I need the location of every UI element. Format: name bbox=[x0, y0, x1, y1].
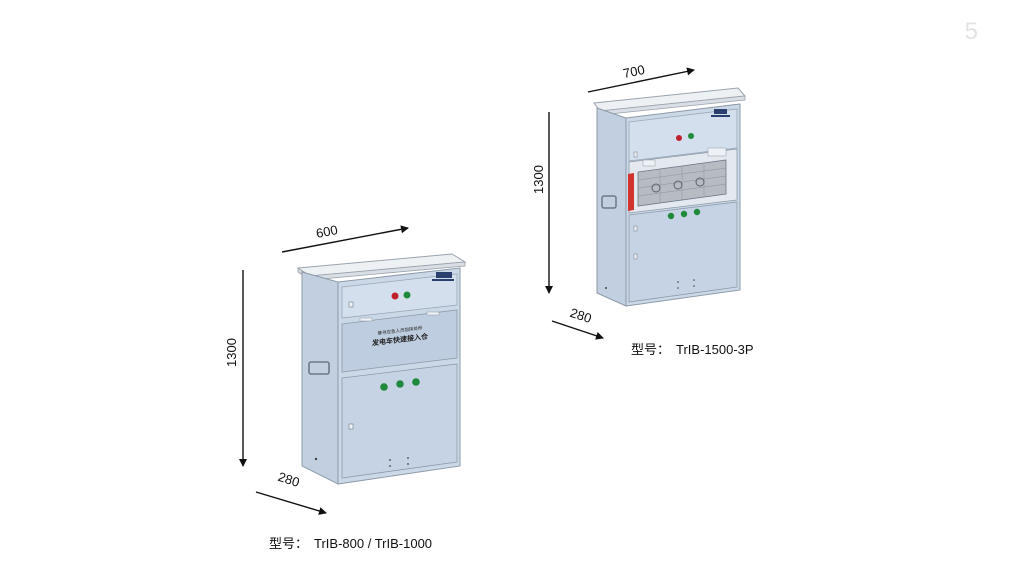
page-number: 5 bbox=[964, 18, 978, 45]
right-cabinet-side bbox=[596, 107, 627, 307]
dim-arrow-depth-left bbox=[255, 491, 327, 515]
dim-height-left: 1300 bbox=[223, 338, 239, 367]
green-button-icon bbox=[693, 208, 701, 216]
green-button-icon bbox=[396, 380, 404, 388]
dim-height-right: 1300 bbox=[530, 165, 546, 194]
indicator-red-icon bbox=[676, 135, 682, 141]
lock-icon bbox=[348, 301, 354, 308]
dim-arrow-width-left bbox=[281, 225, 409, 253]
lock-icon bbox=[633, 253, 638, 260]
dim-arrow-depth-right bbox=[551, 320, 604, 340]
left-cabinet-side bbox=[301, 271, 339, 485]
side-handle-icon bbox=[308, 361, 330, 375]
green-button-icon bbox=[680, 210, 688, 218]
dim-arrow-width-right bbox=[587, 67, 695, 93]
right-model-value: TrIB-1500-3P bbox=[676, 342, 754, 357]
indicator-red-icon bbox=[391, 292, 399, 300]
left-model-value: TrIB-800 / TrIB-1000 bbox=[314, 536, 433, 551]
left-model-caption: 型号： TrIB-800 / TrIB-1000 bbox=[269, 533, 432, 552]
indicator-green-icon bbox=[688, 133, 694, 139]
right-model-label: 型号： bbox=[631, 342, 671, 357]
lock-icon bbox=[633, 225, 638, 232]
busbar-red bbox=[628, 173, 634, 211]
green-button-icon bbox=[667, 212, 675, 220]
lock-icon bbox=[348, 423, 354, 430]
lock-icon bbox=[633, 151, 638, 158]
left-cabinet bbox=[296, 253, 467, 485]
green-button-icon bbox=[412, 378, 420, 386]
brand-logo-icon bbox=[436, 272, 452, 278]
right-cabinet bbox=[593, 87, 747, 307]
brand-logo-icon bbox=[714, 109, 727, 114]
side-handle-icon bbox=[601, 195, 617, 209]
nameplate-panel bbox=[341, 309, 458, 373]
right-model-caption: 型号： TrIB-1500-3P bbox=[631, 339, 754, 358]
green-button-icon bbox=[380, 383, 388, 391]
left-model-label: 型号： bbox=[269, 536, 309, 551]
indicator-green-icon bbox=[403, 291, 411, 299]
